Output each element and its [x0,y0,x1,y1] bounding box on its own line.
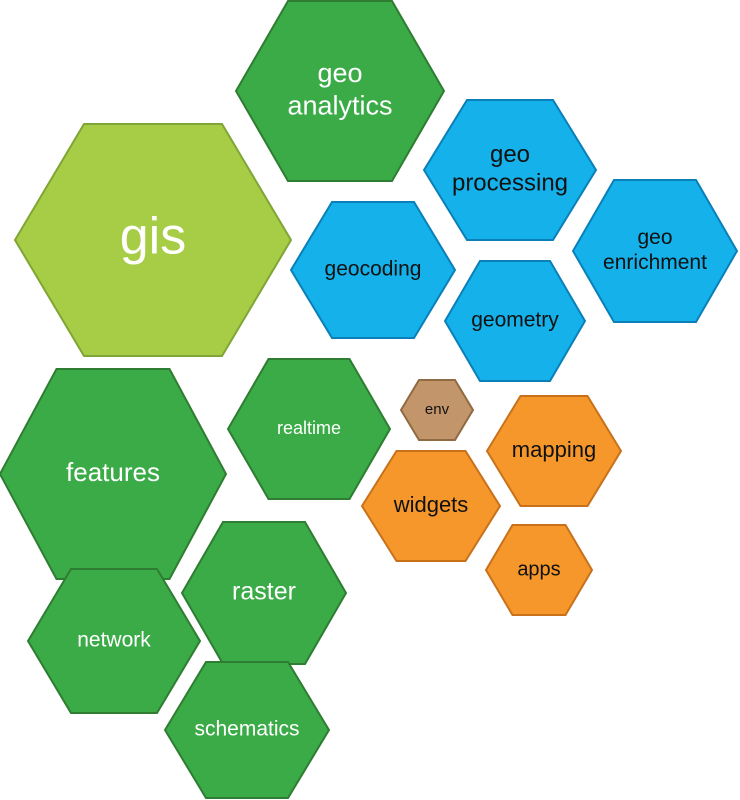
hexagon-label: env [425,401,450,418]
hexagon-shape [443,260,587,382]
hexagon-shape [234,0,446,182]
hexagon-realtime: realtime [226,358,392,500]
hexagon-geometry: geometry [443,260,587,382]
hexagon-schematics: schematics [163,661,331,799]
hexagon-label: gis [120,208,186,266]
hexagon-label: widgets [393,492,469,517]
hexagon-label: realtime [277,418,341,438]
hexagon-label: analytics [287,90,392,120]
hexagon-label: geo [490,141,530,168]
hexagon-shape [163,661,331,799]
hexagon-shape [360,450,502,562]
hexagon-raster: raster [180,521,348,665]
hexagon-shape [571,179,739,323]
hexagon-label: network [77,629,151,652]
hexagon-network: network [26,568,202,714]
hexagon-label: schematics [194,718,299,741]
hexagon-label: geometry [471,309,559,332]
hexagon-label: geo [317,58,362,88]
hexagon-label: mapping [512,437,596,462]
hexagon-env: env [399,379,475,441]
hexagon-widgets: widgets [360,450,502,562]
hexagon-shape [484,524,594,616]
hexagon-shape [226,358,392,500]
hexagon-shape [0,368,228,580]
hexagon-label: geo [637,226,672,249]
hexagon-label: apps [517,558,560,580]
hexagon-geocoding: geocoding [289,201,457,339]
hexagon-label: raster [232,578,296,606]
hexagon-label: geocoding [325,258,422,281]
hexagon-gis: gis [13,123,293,357]
hexagon-shape [13,123,293,357]
hexagon-label: processing [452,170,568,197]
hexagon-shape [485,395,623,507]
hexagon-label: features [66,457,160,487]
hexagon-shape [289,201,457,339]
hexagon-shape [399,379,475,441]
hexagon-mapping: mapping [485,395,623,507]
hexagon-features: features [0,368,228,580]
hexagon-shape [422,99,598,241]
hexagon-label: enrichment [603,251,707,274]
hexagon-apps: apps [484,524,594,616]
hexagon-shape [26,568,202,714]
